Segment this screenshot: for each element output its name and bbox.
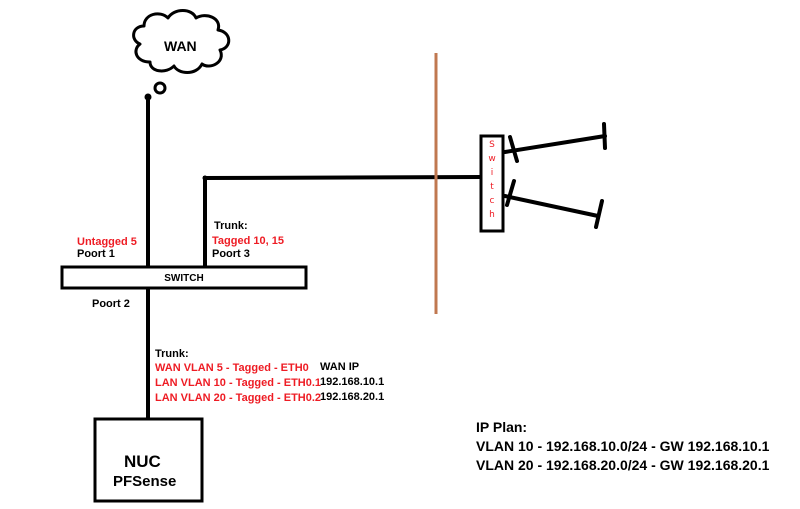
wan-cloud-label: WAN [164, 38, 197, 54]
ip-plan-line: VLAN 20 - 192.168.20.0/24 - GW 192.168.2… [476, 457, 770, 473]
access-point-1-icon [503, 122, 607, 163]
remote-switch-label: S w i t c h [485, 140, 499, 220]
port2-name-label: Poort 2 [92, 298, 130, 310]
port3-vlan-label: Tagged 10, 15 [212, 235, 284, 247]
port1-vlan-label: Untagged 5 [77, 236, 137, 248]
remote-switch-char: S [489, 140, 495, 150]
nuc-box[interactable] [93, 417, 204, 503]
remote-switch-char: c [489, 196, 495, 206]
cloud-bubble-large [153, 81, 167, 95]
trunk-line-horizontal [202, 175, 483, 180]
nuc-trunk-ip-0: WAN IP [320, 361, 360, 373]
ip-plan-title: IP Plan: [476, 419, 528, 435]
port1-name-label: Poort 1 [77, 248, 115, 260]
port3-trunk-title: Trunk: [214, 220, 248, 232]
remote-switch-char: w [488, 154, 496, 164]
nuc-trunk-ip-2: 192.168.20.1 [320, 391, 385, 403]
remote-switch-char: h [489, 210, 495, 220]
nuc-label: NUC [124, 452, 161, 471]
nuc-trunk-ip-1: 192.168.10.1 [320, 376, 385, 388]
nuc-sublabel: PFSense [113, 473, 177, 490]
access-point-2-icon [503, 179, 604, 229]
switch-box[interactable] [60, 265, 308, 290]
remote-switch-char: t [490, 182, 494, 192]
ip-plan-line: VLAN 10 - 192.168.10.0/24 - GW 192.168.1… [476, 438, 770, 454]
wan-cloud-icon [132, 9, 231, 74]
trunk-corner [202, 175, 208, 181]
nuc-trunk-vlan-2: LAN VLAN 20 - Tagged - ETH0.2 [155, 392, 322, 404]
nuc-trunk-vlan-1: LAN VLAN 10 - Tagged - ETH0.1 [155, 377, 322, 389]
nuc-trunk-title: Trunk: [155, 348, 189, 360]
nuc-trunk-vlan-0: WAN VLAN 5 - Tagged - ETH0 [155, 362, 309, 374]
switch-label: SWITCH [164, 273, 204, 284]
remote-switch-char: i [490, 168, 494, 178]
remote-switch-box[interactable] [479, 134, 505, 233]
port3-name-label: Poort 3 [212, 248, 250, 260]
